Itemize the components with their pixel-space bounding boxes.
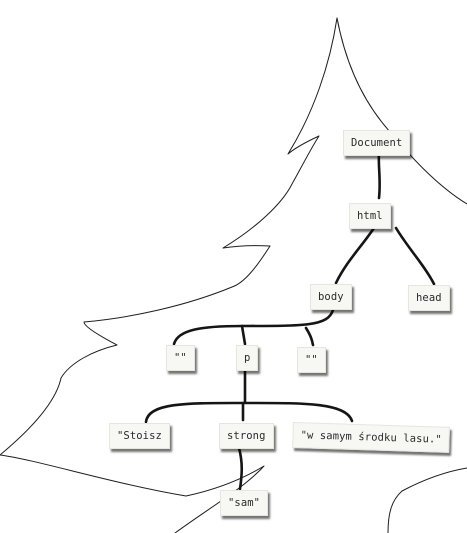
node-text-middle: "w samym środku lasu." bbox=[292, 422, 451, 453]
edge-html-body bbox=[334, 226, 376, 285]
edge-body-children bbox=[172, 308, 335, 346]
node-head: head bbox=[408, 285, 450, 311]
node-text-stoisz: "Stoisz bbox=[109, 423, 170, 449]
node-text-sam: "sam" bbox=[220, 490, 269, 516]
node-empty-text-left: "" bbox=[166, 345, 195, 371]
edge-to-p bbox=[240, 324, 247, 346]
node-document: Document bbox=[343, 130, 411, 156]
edge-document-html bbox=[377, 151, 382, 200]
tree-outline-right bbox=[387, 467, 467, 533]
edge-p-children bbox=[144, 401, 354, 424]
node-strong: strong bbox=[219, 423, 274, 449]
tree-connectors bbox=[144, 151, 436, 491]
tree-outline bbox=[0, 17, 467, 533]
edge-to-empty-right bbox=[304, 326, 315, 347]
node-body: body bbox=[310, 284, 352, 310]
node-empty-text-right: "" bbox=[297, 347, 326, 373]
node-p: p bbox=[236, 345, 259, 371]
edge-html-head bbox=[394, 226, 436, 286]
edge-strong-sam bbox=[237, 446, 244, 491]
node-html: html bbox=[349, 203, 391, 229]
